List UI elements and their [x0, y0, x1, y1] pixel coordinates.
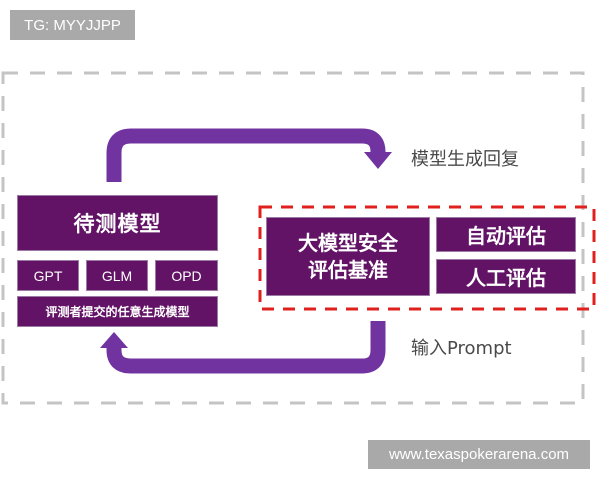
model-under-test-title: 待测模型 [17, 195, 218, 251]
model-subtitle: 评测者提交的任意生成模型 [17, 296, 218, 327]
benchmark-title-line2: 评估基准 [308, 257, 388, 282]
model-chip-gpt: GPT [17, 260, 79, 291]
safety-benchmark-box: 大模型安全 评估基准 [266, 217, 430, 296]
model-reply-label: 模型生成回复 [411, 149, 519, 170]
automatic-evaluation-box: 自动评估 [436, 217, 576, 252]
input-prompt-label: 输入Prompt [411, 338, 512, 359]
prompt-arrow-icon [100, 321, 386, 374]
benchmark-title-line1: 大模型安全 [298, 230, 398, 255]
model-chip-glm: GLM [86, 260, 148, 291]
watermark-bottom: www.texaspokerarena.com [368, 440, 590, 469]
human-evaluation-box: 人工评估 [436, 259, 576, 294]
model-chip-opd: OPD [155, 260, 218, 291]
reply-arrow-icon [106, 128, 392, 182]
watermark-top: TG: MYYJJPP [10, 10, 135, 40]
